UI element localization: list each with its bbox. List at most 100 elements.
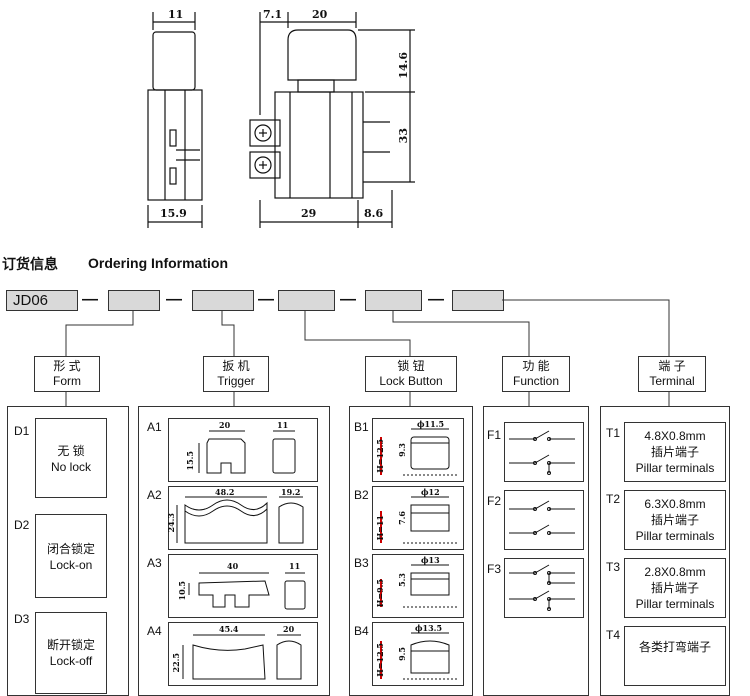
technical-drawing	[147, 12, 415, 228]
heading-cn: 订货信息	[2, 257, 58, 273]
lock-b2-drawing	[380, 496, 459, 544]
dim-side-base: 15.9	[160, 207, 187, 220]
trigger-a2-width2: 19.2	[281, 487, 301, 497]
switch-f1-diagram	[509, 430, 575, 475]
code-slot-trigger[interactable]	[192, 290, 254, 311]
category-trigger-en: Trigger	[217, 374, 255, 388]
lock-b1-h2: 9.3	[397, 443, 407, 457]
option-function-f2[interactable]	[504, 490, 584, 550]
lock-b2-h1: H=11	[375, 515, 385, 541]
category-terminal-en: Terminal	[649, 374, 695, 388]
trigger-code-a3: A3	[147, 556, 162, 570]
terminal-t2-en: Pillar terminals	[635, 529, 715, 543]
trigger-a3-width2: 11	[289, 561, 301, 571]
function-code-f3: F3	[487, 562, 502, 576]
code-slot-lock[interactable]	[278, 290, 335, 311]
form-code-d3: D3	[14, 612, 30, 626]
terminal-t3-en: Pillar terminals	[635, 597, 715, 611]
trigger-a4-height: 22.5	[171, 653, 181, 673]
heading-en: Ordering Information	[88, 255, 228, 271]
dash: —	[82, 291, 98, 308]
lock-b3-h2: 5.3	[397, 573, 407, 587]
trigger-a1-drawing	[198, 430, 296, 474]
lock-b4-h1: H=12.5	[375, 643, 385, 677]
switch-f3-diagram	[509, 564, 575, 611]
category-function-en: Function	[512, 374, 560, 388]
terminal-t2-size: 6.3X0.8mm	[644, 497, 706, 511]
terminal-code-t2: T2	[606, 492, 621, 506]
category-form-cn: 形 式	[53, 359, 81, 373]
dash: —	[428, 291, 444, 308]
terminal-t3-size: 2.8X0.8mm	[644, 565, 706, 579]
lock-code-b2: B2	[354, 488, 369, 502]
trigger-code-a2: A2	[147, 488, 162, 502]
trigger-a1-width: 20	[219, 420, 231, 430]
option-lock-b4[interactable]: ϕ13.5 H=12.5 9.5	[372, 622, 464, 686]
lock-b1-h1: H=12.5	[375, 439, 385, 473]
option-lock-b3[interactable]: ϕ13 H=9.5 5.3	[372, 554, 464, 618]
trigger-code-a4: A4	[147, 624, 162, 638]
option-function-f1[interactable]	[504, 422, 584, 482]
lock-b4-drawing	[380, 632, 459, 680]
option-trigger-a2[interactable]: 48.2 19.2 24.3	[166, 486, 318, 550]
lock-b4-diameter: ϕ13.5	[415, 623, 443, 633]
option-terminal-t3[interactable]: 2.8X0.8mm 插片端子 Pillar terminals	[624, 558, 726, 618]
option-trigger-a1[interactable]: 20 11 15.5	[168, 418, 318, 482]
terminal-t1-cn: 插片端子	[650, 445, 699, 459]
lock-b1-drawing	[380, 428, 459, 476]
lock-code-b1: B1	[354, 420, 369, 434]
form-d2-cn: 闭合锁定	[46, 542, 95, 556]
lock-code-b4: B4	[354, 624, 369, 638]
option-trigger-a4[interactable]: 45.4 20 22.5	[168, 622, 318, 686]
trigger-a2-drawing	[176, 496, 304, 544]
code-slot-form[interactable]	[108, 290, 160, 311]
trigger-a1-height: 15.5	[185, 451, 195, 471]
terminal-t4-cn: 各类打弯端子	[638, 640, 711, 654]
function-code-f1: F1	[487, 428, 502, 442]
option-terminal-t2[interactable]: 6.3X0.8mm 插片端子 Pillar terminals	[624, 490, 726, 550]
option-trigger-a3[interactable]: 40 11 10.5	[168, 554, 318, 618]
lock-code-b3: B3	[354, 556, 369, 570]
category-terminal-cn: 端 子	[658, 359, 686, 373]
category-lock: 锁 钮 Lock Button	[365, 356, 457, 392]
lock-b2-diameter: ϕ12	[421, 487, 440, 497]
trigger-a4-width: 45.4	[219, 624, 239, 634]
dash: —	[340, 291, 356, 308]
terminal-code-t3: T3	[606, 560, 621, 574]
option-terminal-t4[interactable]: 各类打弯端子	[624, 626, 726, 686]
option-lock-b2[interactable]: ϕ12 H=11 7.6	[372, 486, 464, 550]
form-d1-cn: 无 锁	[57, 444, 85, 458]
trigger-a2-height: 24.3	[166, 513, 176, 533]
trigger-a1-width2: 11	[277, 420, 289, 430]
terminal-code-t4: T4	[606, 628, 621, 642]
dim-offset: 7.1	[263, 8, 283, 21]
terminal-t2-cn: 插片端子	[650, 513, 699, 527]
terminal-t1-size: 4.8X0.8mm	[644, 429, 706, 443]
trigger-a4-drawing	[182, 634, 302, 680]
option-lock-b1[interactable]: ϕ11.5 H=12.5 9.3	[372, 418, 464, 482]
trigger-a3-width: 40	[227, 561, 239, 571]
lock-b2-h2: 7.6	[397, 511, 407, 525]
category-lock-en: Lock Button	[379, 374, 443, 388]
function-code-f2: F2	[487, 494, 502, 508]
category-terminal: 端 子 Terminal	[638, 356, 706, 392]
lock-b3-h1: H=9.5	[375, 579, 385, 608]
dash: —	[166, 291, 182, 308]
lock-b4-h2: 9.5	[397, 647, 407, 661]
terminal-t3-cn: 插片端子	[650, 581, 699, 595]
category-function-cn: 功 能	[522, 359, 550, 373]
category-trigger-cn: 扳 机	[222, 359, 250, 373]
category-function: 功 能 Function	[502, 356, 570, 392]
option-function-f3[interactable]	[504, 558, 584, 618]
lock-b3-drawing	[380, 564, 459, 608]
category-form-en: Form	[53, 374, 81, 388]
terminal-code-t1: T1	[606, 426, 621, 440]
form-code-d2: D2	[14, 518, 30, 532]
form-code-d1: D1	[14, 424, 30, 438]
switch-f2-diagram	[509, 500, 575, 535]
